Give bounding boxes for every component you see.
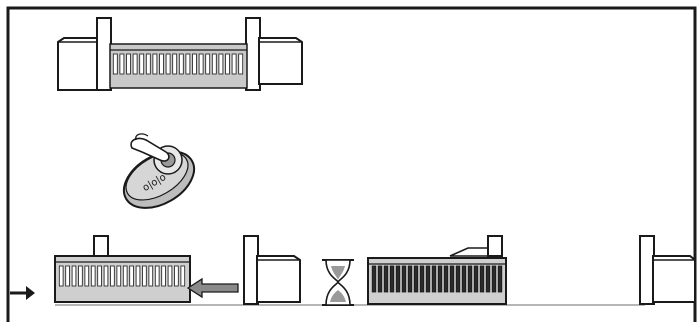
gate-bar [407, 265, 413, 293]
gate-bars [112, 53, 244, 75]
gate-bar [90, 265, 96, 287]
gate-bar [371, 265, 377, 293]
pillar-icon [639, 235, 696, 305]
gate-bar [425, 265, 431, 293]
gate-bar [159, 53, 164, 75]
gate-bar [161, 265, 166, 287]
gate-bar [437, 265, 443, 293]
gate-bar [103, 265, 109, 287]
gate-bar [119, 53, 125, 75]
gate-bar [78, 265, 83, 287]
remote-control-press-icon: o|o|o [122, 133, 196, 209]
gate-bar [172, 53, 178, 75]
gate-bar [419, 265, 425, 293]
gate-bar [377, 265, 383, 293]
frame [6, 6, 697, 322]
gate-bar [231, 53, 237, 75]
gate-bar [154, 265, 160, 287]
gate-bar [122, 265, 128, 287]
gate-bar [180, 265, 186, 287]
gate-bar [491, 265, 497, 293]
gate-bar [84, 265, 90, 287]
gate-bar [126, 53, 131, 75]
gate-bar [116, 265, 122, 287]
gate-bar [389, 265, 395, 293]
gate-bar [145, 53, 151, 75]
gate-bar [218, 53, 224, 75]
gate-bar [139, 53, 145, 75]
gate-bar [205, 53, 211, 75]
gate-bar [383, 265, 389, 293]
gate-bar [467, 265, 473, 293]
gate-bar [443, 265, 449, 293]
gate-closed-icon [57, 17, 303, 91]
gate-bar [413, 265, 419, 293]
gate-bar [178, 53, 184, 75]
gate-bar [238, 53, 244, 75]
gate-bar [165, 53, 171, 75]
gate-bar [211, 53, 217, 75]
gate-closing-icon [367, 235, 507, 305]
gate-bar [97, 265, 102, 287]
gate-bar [449, 265, 455, 293]
gate-bar [65, 265, 70, 287]
gate-opening-icon [54, 235, 239, 303]
pillar-icon [243, 235, 301, 305]
finger-icon [130, 137, 170, 162]
gate-bar [174, 265, 179, 287]
gate-bar [185, 53, 191, 75]
gate-bar [129, 265, 134, 287]
gate-bar [132, 53, 138, 75]
gate-bar [71, 265, 77, 287]
gate-bars [58, 265, 186, 287]
gate-bar [58, 265, 64, 287]
gate-bar [110, 265, 115, 287]
gate-bar [485, 265, 491, 293]
gate-bar [401, 265, 407, 293]
gate-bar [148, 265, 154, 287]
gate-bar [431, 265, 437, 293]
gate-bar [198, 53, 204, 75]
gate-bar [152, 53, 158, 75]
direction-arrow-icon [186, 277, 239, 299]
start-arrow-icon [10, 286, 35, 300]
gate-bar [497, 265, 503, 293]
gate-bar [461, 265, 467, 293]
gate-bar [455, 265, 461, 293]
gate-bars [371, 265, 503, 293]
gate-bar [142, 265, 147, 287]
hourglass-icon [322, 259, 354, 306]
gate-bar [135, 265, 141, 287]
gate-bar [225, 53, 230, 75]
gate-bar [192, 53, 197, 75]
gate-bar [112, 53, 118, 75]
gate-bar [167, 265, 173, 287]
gate-bar [473, 265, 479, 293]
gate-bar [395, 265, 401, 293]
gate-bar [479, 265, 485, 293]
